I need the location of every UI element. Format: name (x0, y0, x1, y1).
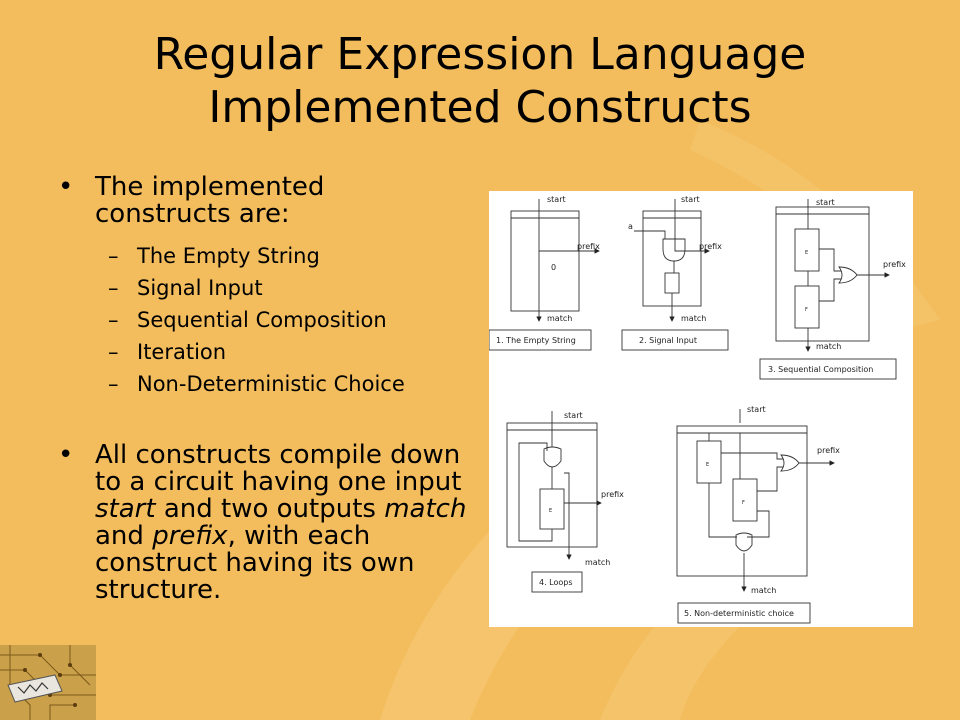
construct-label: Non-Deterministic Choice (137, 372, 405, 396)
bullet-constructs: • The implemented constructs are: (58, 174, 478, 228)
diagram-loops: start E prefix match 4. Loops (506, 411, 624, 593)
construct-label: Sequential Composition (137, 308, 387, 332)
label-match: match (585, 558, 610, 567)
label-start: start (547, 195, 566, 204)
caption-box (677, 602, 811, 624)
caption-box (759, 358, 897, 380)
circuit-box (676, 425, 808, 577)
or-gate (780, 454, 800, 472)
label-f: F (805, 307, 808, 313)
caption-choice: 5. Non-deterministic choice (684, 609, 794, 618)
block-f (732, 478, 758, 522)
or-gate (838, 266, 858, 284)
label-e: E (549, 508, 552, 514)
label-start: start (747, 405, 766, 414)
diagram-empty-string: start prefix 0 match 1. The Empty String (489, 195, 600, 351)
label-f: F (742, 500, 745, 506)
caption-box (531, 571, 583, 593)
title-line-1: Regular Expression Language (153, 29, 807, 80)
label-e: E (805, 250, 808, 256)
circuit-diagrams: start prefix 0 match 1. The Empty String… (489, 195, 906, 624)
label-prefix: prefix (817, 446, 840, 455)
bullet-compile: • All constructs compile down to a circu… (58, 442, 478, 604)
construct-item: –Iteration (108, 336, 478, 368)
construct-item: –Signal Input (108, 272, 478, 304)
caption-box (621, 329, 729, 351)
label-match: match (816, 342, 841, 351)
caption-empty-string: 1. The Empty String (496, 336, 576, 345)
label-match: match (681, 314, 706, 323)
label-prefix: prefix (883, 260, 906, 269)
circuit-box (510, 210, 580, 312)
caption-box (489, 329, 592, 351)
label-e: E (706, 462, 709, 468)
label-start: start (681, 195, 700, 204)
diagram-sequential: start E F prefix match 3. Sequential Com… (759, 198, 906, 380)
bullet-marker: • (58, 440, 74, 470)
construct-label: Iteration (137, 340, 227, 364)
block-f (794, 285, 820, 329)
corner-logo-image (0, 645, 96, 720)
or-gate (735, 532, 753, 552)
construct-item: –Non-Deterministic Choice (108, 368, 478, 400)
bullet-list: • The implemented constructs are: –The E… (58, 174, 478, 604)
label-signal-a: a (628, 222, 633, 231)
caption-sequential: 3. Sequential Composition (768, 365, 873, 374)
diagram-signal-input: start a prefix match 2. Signal Input (621, 195, 729, 351)
label-start: start (564, 411, 583, 420)
diagram-choice: start E F prefix match 5. Non-determinis… (676, 405, 840, 624)
and-gate (662, 238, 686, 262)
bullet-text: The implemented constructs are: (95, 172, 325, 229)
construct-item: –Sequential Composition (108, 304, 478, 336)
label-match: match (751, 586, 776, 595)
slide-title: Regular Expression Language Implemented … (0, 28, 960, 134)
construct-item: –The Empty String (108, 240, 478, 272)
block-e (794, 228, 820, 272)
circuit-box (775, 206, 870, 342)
bullet-text: All constructs compile down to a circuit… (95, 440, 467, 605)
title-line-2: Implemented Constructs (208, 82, 752, 133)
bullet-marker: • (58, 172, 74, 202)
construct-label: Signal Input (137, 276, 263, 300)
construct-list: –The Empty String –Signal Input –Sequent… (58, 240, 478, 400)
caption-signal-input: 2. Signal Input (639, 336, 697, 345)
label-prefix: prefix (577, 242, 600, 251)
label-prefix: prefix (601, 490, 624, 499)
construct-label: The Empty String (137, 244, 320, 268)
or-gate (543, 446, 562, 468)
label-prefix: prefix (699, 242, 722, 251)
label-start: start (816, 198, 835, 207)
label-zero: 0 (551, 263, 556, 272)
caption-loops: 4. Loops (539, 578, 573, 587)
register-block (664, 272, 680, 294)
label-match: match (547, 314, 572, 323)
circuit-figure: start prefix 0 match 1. The Empty String… (489, 191, 913, 627)
circuit-box (642, 210, 702, 307)
